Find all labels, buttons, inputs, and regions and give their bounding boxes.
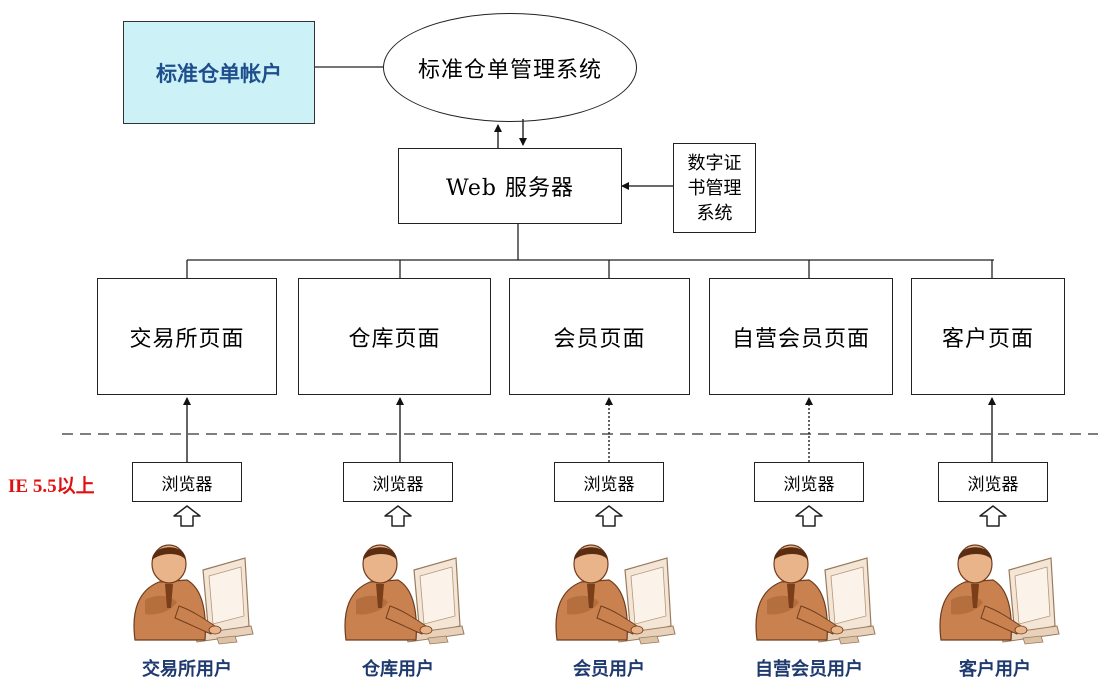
user-at-computer-icon xyxy=(931,530,1061,654)
page-label: 仓库页面 xyxy=(348,326,441,352)
page-label: 客户页面 xyxy=(941,326,1034,352)
web-server-box: Web 服务器 xyxy=(398,148,622,224)
hollow-up-arrow-icon xyxy=(795,505,823,531)
user-label: 自营会员用户 xyxy=(755,659,863,680)
hollow-up-arrow-icon xyxy=(384,505,412,531)
user-at-computer-icon xyxy=(747,530,877,654)
certificate-system-box: 数字证 书管理 系统 xyxy=(673,143,756,233)
management-system-ellipse: 标准仓单管理系统 xyxy=(383,13,637,122)
user-at-computer-icon xyxy=(125,530,255,654)
page-label: 自营会员页面 xyxy=(731,326,870,352)
management-system-label: 标准仓单管理系统 xyxy=(417,57,602,83)
warehouse-page-box: 仓库页面 xyxy=(298,278,491,395)
ie-requirement-label: IE 5.5以上 xyxy=(8,476,95,497)
page-label: 会员页面 xyxy=(553,326,646,352)
certificate-line: 系统 xyxy=(696,202,733,224)
hollow-up-arrow-icon xyxy=(595,505,623,531)
page-label: 交易所页面 xyxy=(129,326,245,352)
browser-box: 浏览器 xyxy=(554,462,664,502)
user-at-computer-icon xyxy=(547,530,677,654)
account-label: 标准仓单帐户 xyxy=(156,61,282,86)
hollow-up-arrow-icon xyxy=(173,505,201,531)
browser-box: 浏览器 xyxy=(132,462,242,502)
exchange-page-box: 交易所页面 xyxy=(97,278,277,395)
web-server-label: Web 服务器 xyxy=(446,176,574,201)
certificate-line: 数字证 xyxy=(687,152,742,174)
certificate-system-label: 数字证 书管理 系统 xyxy=(688,151,742,226)
browser-label: 浏览器 xyxy=(967,474,1019,495)
browser-box: 浏览器 xyxy=(938,462,1048,502)
browser-label: 浏览器 xyxy=(372,474,424,495)
browser-box: 浏览器 xyxy=(343,462,453,502)
warehouse-receipt-account-box: 标准仓单帐户 xyxy=(123,21,315,124)
browser-label: 浏览器 xyxy=(783,474,835,495)
browser-label: 浏览器 xyxy=(161,474,213,495)
user-label: 交易所用户 xyxy=(142,659,232,680)
hollow-up-arrow-icon xyxy=(979,505,1007,531)
member-page-box: 会员页面 xyxy=(509,278,690,395)
browser-label: 浏览器 xyxy=(583,474,635,495)
browser-box: 浏览器 xyxy=(754,462,864,502)
self-operated-member-page-box: 自营会员页面 xyxy=(709,278,893,395)
user-label: 会员用户 xyxy=(573,659,645,680)
certificate-line: 书管理 xyxy=(687,177,742,199)
customer-page-box: 客户页面 xyxy=(911,278,1065,395)
user-label: 仓库用户 xyxy=(362,659,434,680)
user-label: 客户用户 xyxy=(959,659,1031,680)
user-at-computer-icon xyxy=(336,530,466,654)
